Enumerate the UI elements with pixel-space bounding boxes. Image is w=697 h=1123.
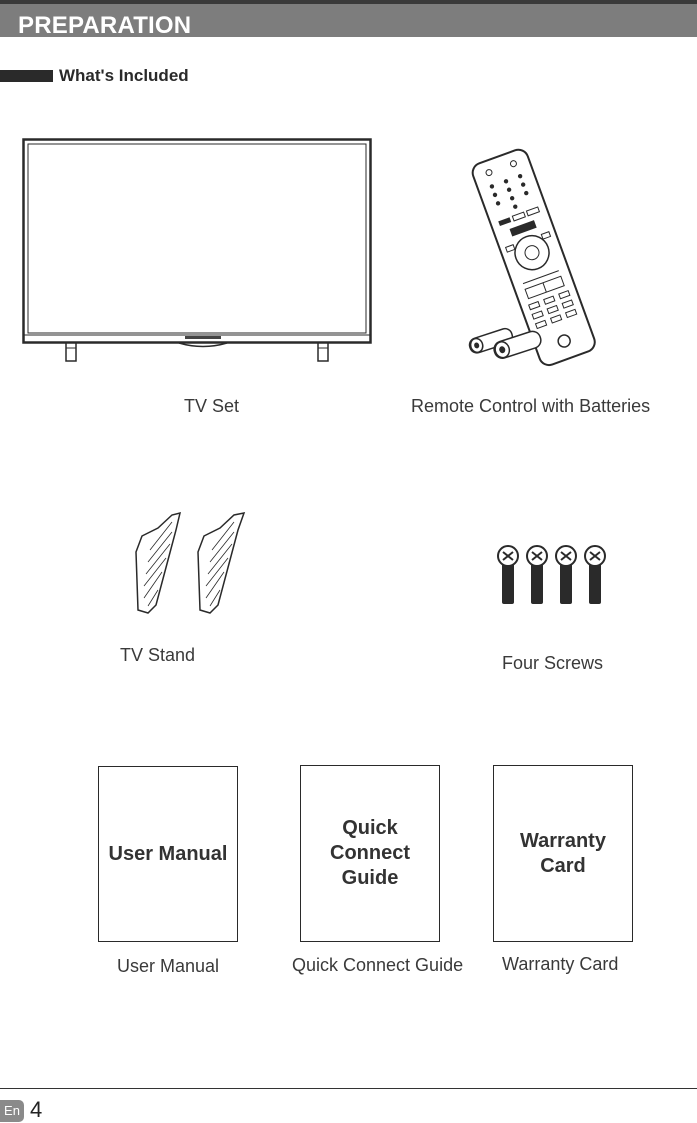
quick-guide-cover: Quick Connect Guide: [300, 765, 440, 942]
quick-guide-cover-line2: Connect: [330, 842, 410, 864]
section-title: What's Included: [59, 66, 189, 85]
warranty-card-cover: Warranty Card: [493, 765, 633, 942]
warranty-cover-line1: Warranty: [520, 829, 606, 852]
footer-divider: [0, 1088, 697, 1089]
warranty-cover-text: Warranty Card: [520, 829, 606, 879]
section-marker: [0, 70, 53, 82]
warranty-caption: Warranty Card: [502, 954, 619, 974]
battery-icon: [468, 327, 542, 359]
quick-guide-cover-line3: Guide: [341, 867, 399, 889]
page-title: PREPARATION: [18, 12, 192, 39]
screw-icon: [497, 545, 606, 604]
language-badge: En: [0, 1100, 24, 1122]
header-bar: PREPARATION: [0, 0, 697, 39]
quick-guide-caption: Quick Connect Guide: [292, 955, 464, 975]
user-manual-cover-text: User Manual: [108, 842, 228, 865]
tv-set-caption: TV Set: [184, 396, 240, 416]
remote-control-icon: [471, 148, 596, 367]
screws-caption: Four Screws: [502, 653, 604, 673]
page-number: 4: [30, 1097, 43, 1122]
remote-caption: Remote Control with Batteries: [411, 396, 651, 416]
user-manual-cover: User Manual: [98, 766, 238, 942]
user-manual-caption: User Manual: [117, 956, 220, 976]
warranty-cover-line2: Card: [540, 854, 586, 877]
tv-set-icon: [22, 138, 372, 362]
tv-stand-icon: [135, 511, 246, 614]
tv-stand-caption: TV Stand: [120, 645, 196, 665]
quick-guide-cover-line1: Quick: [342, 817, 398, 839]
quick-guide-cover-text: Quick Connect Guide: [330, 816, 410, 891]
